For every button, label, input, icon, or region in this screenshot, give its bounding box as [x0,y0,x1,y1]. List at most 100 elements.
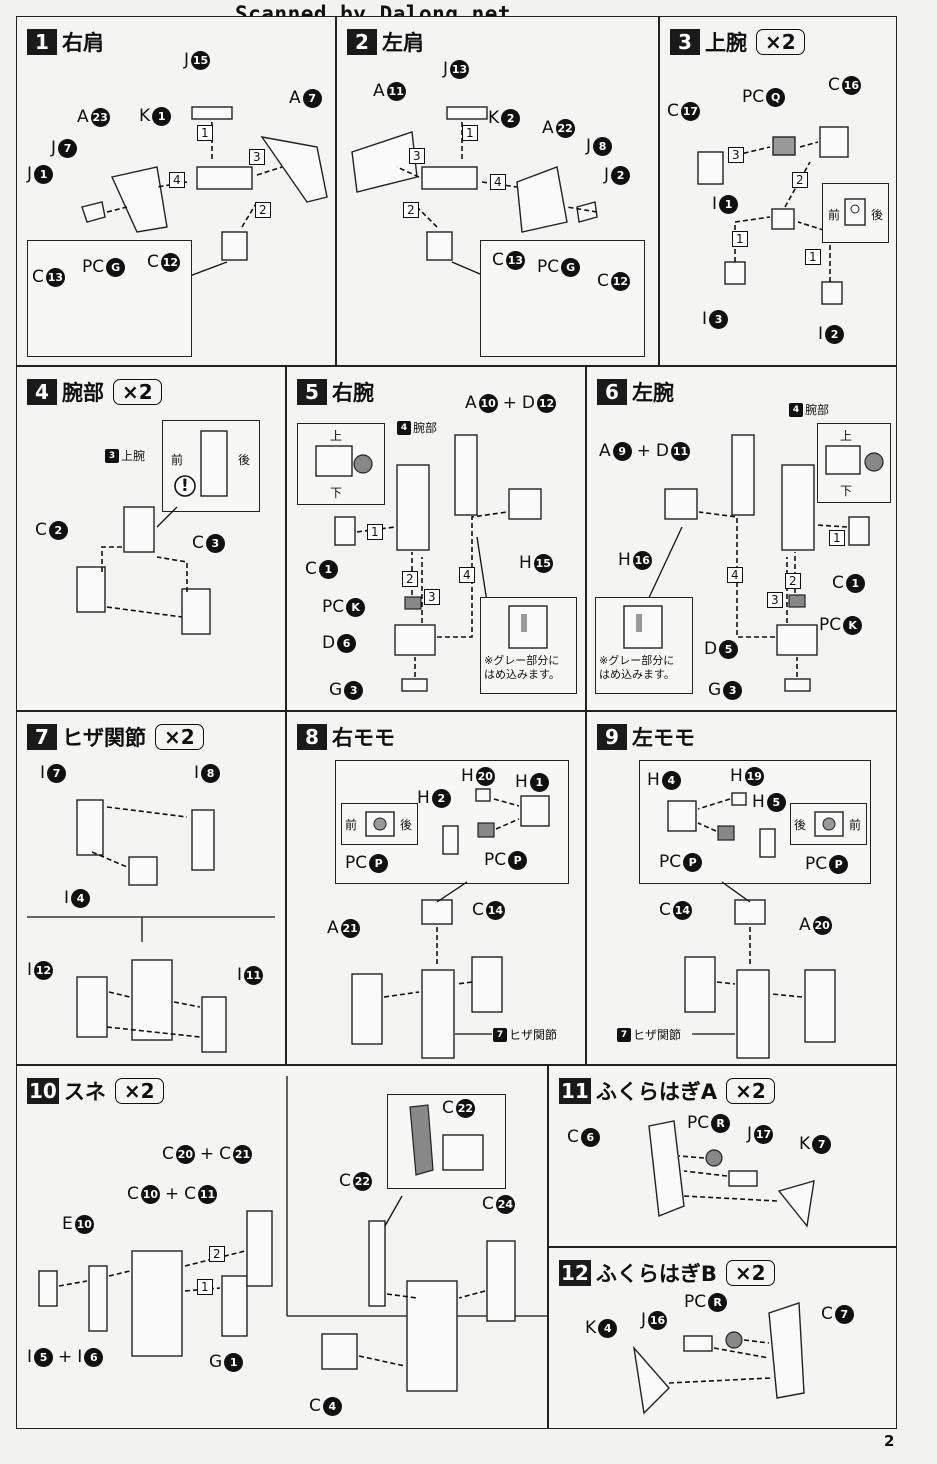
orientation-box: 後 前 [790,803,867,845]
step-7-diagram [27,799,275,1053]
part-d5 [776,624,818,656]
detail-box: ※グレー部分にはめ込みます。 [480,597,577,694]
quantity-badge: ×2 [725,1260,775,1286]
part-c6 [648,1120,685,1217]
callout-line [186,261,228,278]
part-i8 [191,809,215,871]
callout-line [384,1195,403,1227]
step-10-diagram [38,1076,547,1392]
part-d6 [394,624,436,656]
step-number: 4 [27,379,57,405]
callout-line [646,526,683,603]
callout-line [476,536,488,603]
part-thigh [736,969,770,1059]
arrow [101,546,122,572]
arrow [458,1290,486,1299]
orientation-icon [814,811,844,837]
step-5-diagram [334,434,542,692]
step-title: 右肩 [62,31,104,55]
arrow [495,818,520,830]
part-i3 [724,261,746,285]
part-h1 [520,795,550,827]
part-i11 [201,996,227,1053]
orientation-icon [825,445,884,475]
part-c14 [684,956,716,1013]
seq-1: 1 [829,530,845,546]
step-title: ヒザ関節 [62,726,146,750]
orientation-icon [365,811,395,837]
part-h4 [667,800,697,832]
step-number: 11 [559,1078,591,1104]
arrow [91,851,128,868]
step-12-diagram [632,1302,805,1415]
part-e10 [88,1265,108,1332]
part-pc-p [477,822,495,838]
arrow [358,1355,406,1367]
seq-2: 2 [785,573,801,589]
part-arm [781,464,815,551]
detail-diagram [667,792,776,858]
seq-1: 1 [197,125,213,141]
part-armor-left [111,166,168,233]
arrow [713,1347,770,1359]
part-h19 [731,792,747,806]
arrow [566,206,598,213]
seq-1: 1 [197,1279,213,1295]
arrow [108,1270,131,1277]
detail-box: 前 後 ! [162,420,260,512]
step-number: 6 [597,379,627,405]
step-title: 左腕 [632,381,674,405]
back-label: 後 [400,818,413,832]
part-pc-q [772,136,796,156]
seq-2: 2 [255,202,271,218]
part-thigh [421,969,455,1059]
part-c1 [848,516,870,546]
front-label: 前 [345,818,358,832]
part-k7 [777,1180,815,1228]
arrow [173,1001,201,1008]
orientation-box: 上 下 [297,423,385,505]
seq-4: 4 [490,174,506,190]
detail-box [387,1094,506,1189]
page-number: 2 [884,1432,895,1450]
arrow [734,216,771,262]
seq-2: 2 [403,202,419,218]
arrow [716,981,736,985]
part-shin-right [406,1280,458,1392]
part-c3 [181,588,211,635]
seq-1b: 1 [805,249,821,265]
